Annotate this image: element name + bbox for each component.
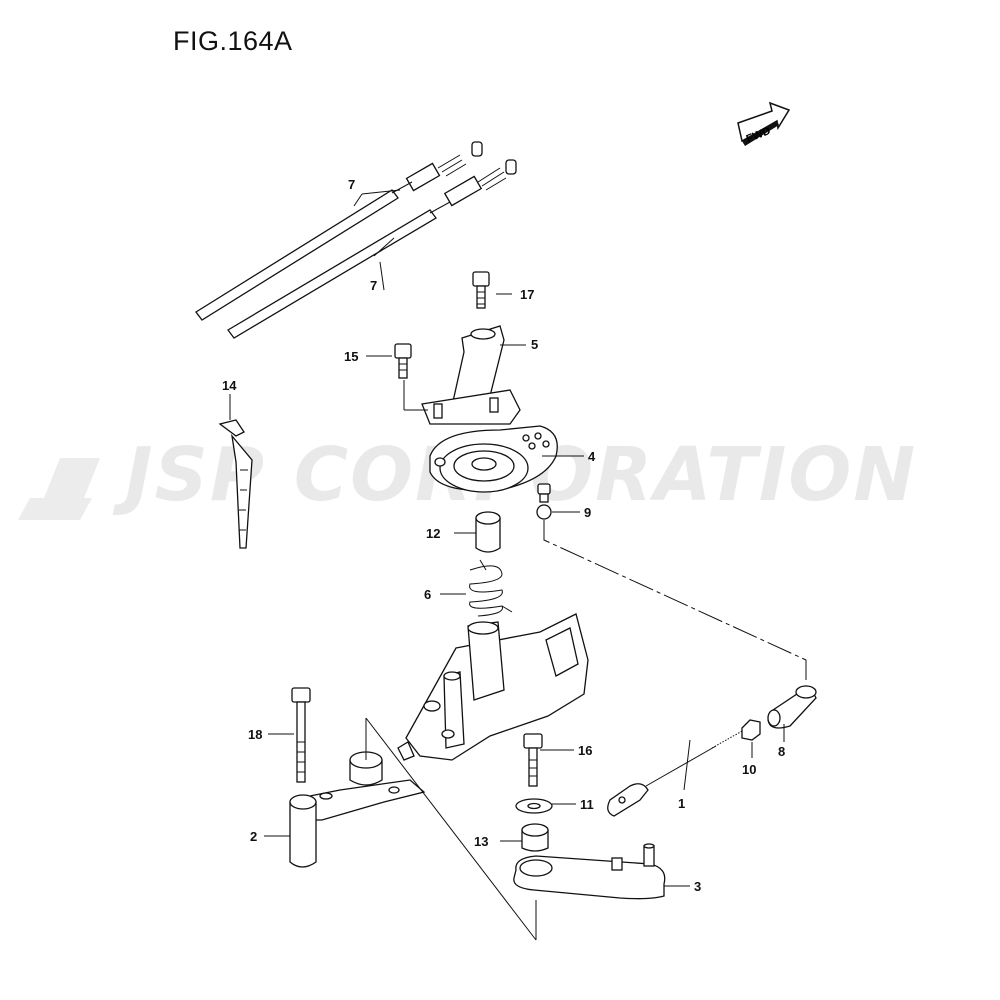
part-1-rod (607, 729, 745, 817)
callout-8: 8 (778, 744, 785, 759)
part-8-joint (767, 685, 817, 729)
callout-9: 9 (584, 505, 591, 520)
part-9-bolt (536, 483, 552, 520)
part-3-lever (513, 843, 666, 900)
callout-16: 16 (578, 743, 592, 758)
callout-4: 4 (588, 449, 596, 464)
part-5-bracket (421, 325, 521, 425)
callout-18: 18 (248, 727, 262, 742)
part-11-washer (515, 798, 553, 814)
part-4-pulley (429, 425, 558, 493)
callout-14: 14 (222, 378, 237, 393)
part-13-collar (521, 823, 549, 852)
part-16-bolt (523, 733, 543, 787)
callout-10: 10 (742, 762, 756, 777)
part-14-cable-tie (218, 419, 253, 549)
callout-5: 5 (531, 337, 538, 352)
watermark-logo-mark-2 (18, 498, 92, 520)
part-7-cables (195, 141, 517, 339)
callout-labels: 7 7 17 5 15 14 4 9 12 6 18 16 10 8 11 1 … (222, 177, 785, 894)
control-housing (397, 613, 589, 761)
fwd-badge: FWD (737, 101, 791, 146)
callout-3: 3 (694, 879, 701, 894)
callout-15: 15 (344, 349, 358, 364)
leader-lines (229, 189, 807, 941)
callout-11: 11 (580, 797, 594, 812)
part-15-bolt (394, 343, 412, 379)
part-12-collar (475, 511, 501, 553)
part-17-bolt (472, 271, 490, 309)
callout-13: 13 (474, 834, 488, 849)
callout-6: 6 (424, 587, 431, 602)
callout-7-lower: 7 (370, 278, 377, 293)
part-6-spring (469, 559, 513, 617)
callout-17: 17 (520, 287, 534, 302)
figure-title: FIG.164A (173, 26, 293, 56)
callout-12: 12 (426, 526, 440, 541)
part-10-nut (741, 719, 761, 741)
callout-7-upper: 7 (348, 177, 355, 192)
part-18-bolt (291, 687, 311, 783)
watermark-logo-mark-1 (44, 458, 100, 498)
part-2-lever (289, 751, 426, 868)
callout-1: 1 (678, 796, 685, 811)
callout-2: 2 (250, 829, 257, 844)
